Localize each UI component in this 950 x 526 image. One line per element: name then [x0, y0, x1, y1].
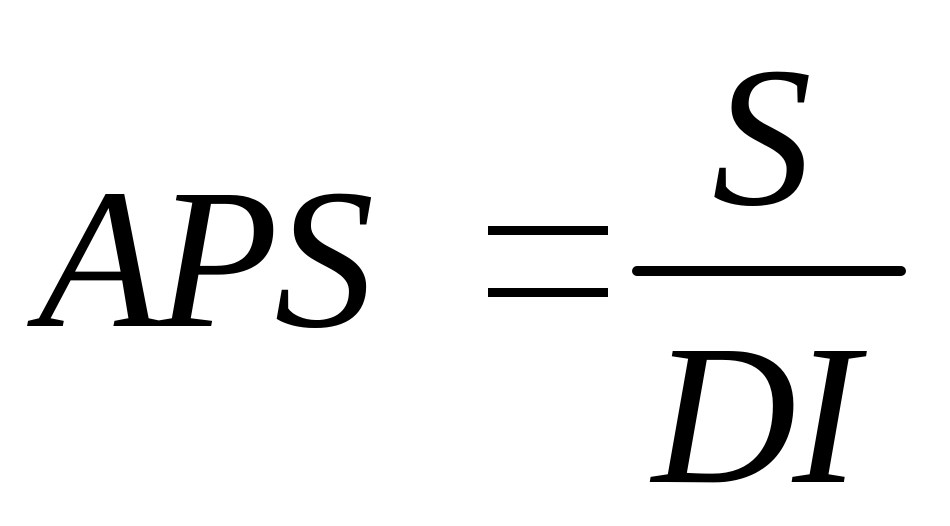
- equals-bar-top: [488, 226, 608, 235]
- equals-sign: [488, 226, 608, 298]
- fraction-denominator: DI: [652, 305, 859, 526]
- equals-bar-bottom: [488, 288, 608, 297]
- fraction-numerator: S: [712, 27, 812, 248]
- fraction-bar: [632, 266, 906, 276]
- formula-lhs: APS: [38, 149, 374, 370]
